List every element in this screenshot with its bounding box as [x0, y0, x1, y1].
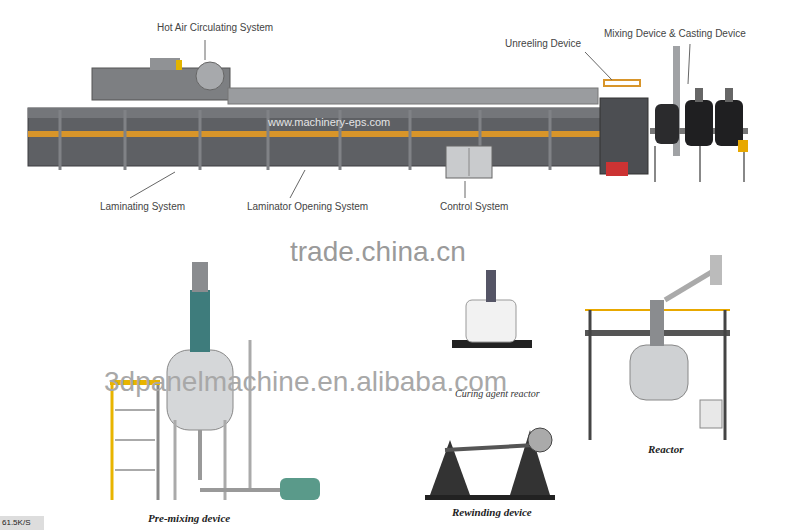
valve: [738, 140, 748, 152]
fan-housing: [150, 58, 180, 70]
air-duct: [228, 88, 598, 104]
unreeling-panel: [606, 162, 628, 176]
fan-motor: [176, 60, 182, 70]
callout-label: Unreeling Device: [505, 38, 581, 50]
frame-posts: [60, 110, 615, 170]
fan: [196, 62, 224, 90]
tank: [685, 100, 713, 146]
website-text: www.machinery-eps.com: [268, 116, 390, 129]
tank: [655, 104, 679, 144]
watermark: 3dpanelmachine.en.alibaba.com: [104, 366, 507, 398]
callout-label: Mixing Device & Casting Device: [604, 28, 746, 40]
watermark: trade.china.cn: [290, 236, 466, 268]
callout-label: Laminator Opening System: [247, 201, 368, 213]
control-cabinet: [446, 146, 492, 178]
device-name: Curing agent reactor: [455, 388, 540, 400]
motor: [695, 88, 703, 102]
callout-label: Laminating System: [100, 201, 185, 213]
speed-badge: [0, 516, 44, 530]
callout-label: Control System: [440, 201, 508, 213]
motor: [725, 88, 733, 102]
callout-label: Hot Air Circulating System: [157, 22, 273, 34]
device-name: Reactor: [648, 443, 683, 456]
device-name: Rewinding device: [452, 506, 532, 519]
tank: [715, 100, 743, 146]
rewinding-device: [425, 428, 555, 500]
cabinet-door: [469, 148, 470, 176]
speed-indicator: 61.5K/S: [2, 518, 30, 527]
railing: [604, 80, 640, 86]
curing-agent-reactor: [452, 270, 532, 348]
reactor: [585, 255, 730, 440]
support-legs: [655, 146, 744, 182]
device-name: Pre-mixing device: [148, 512, 230, 525]
leader-lines: [130, 40, 690, 198]
